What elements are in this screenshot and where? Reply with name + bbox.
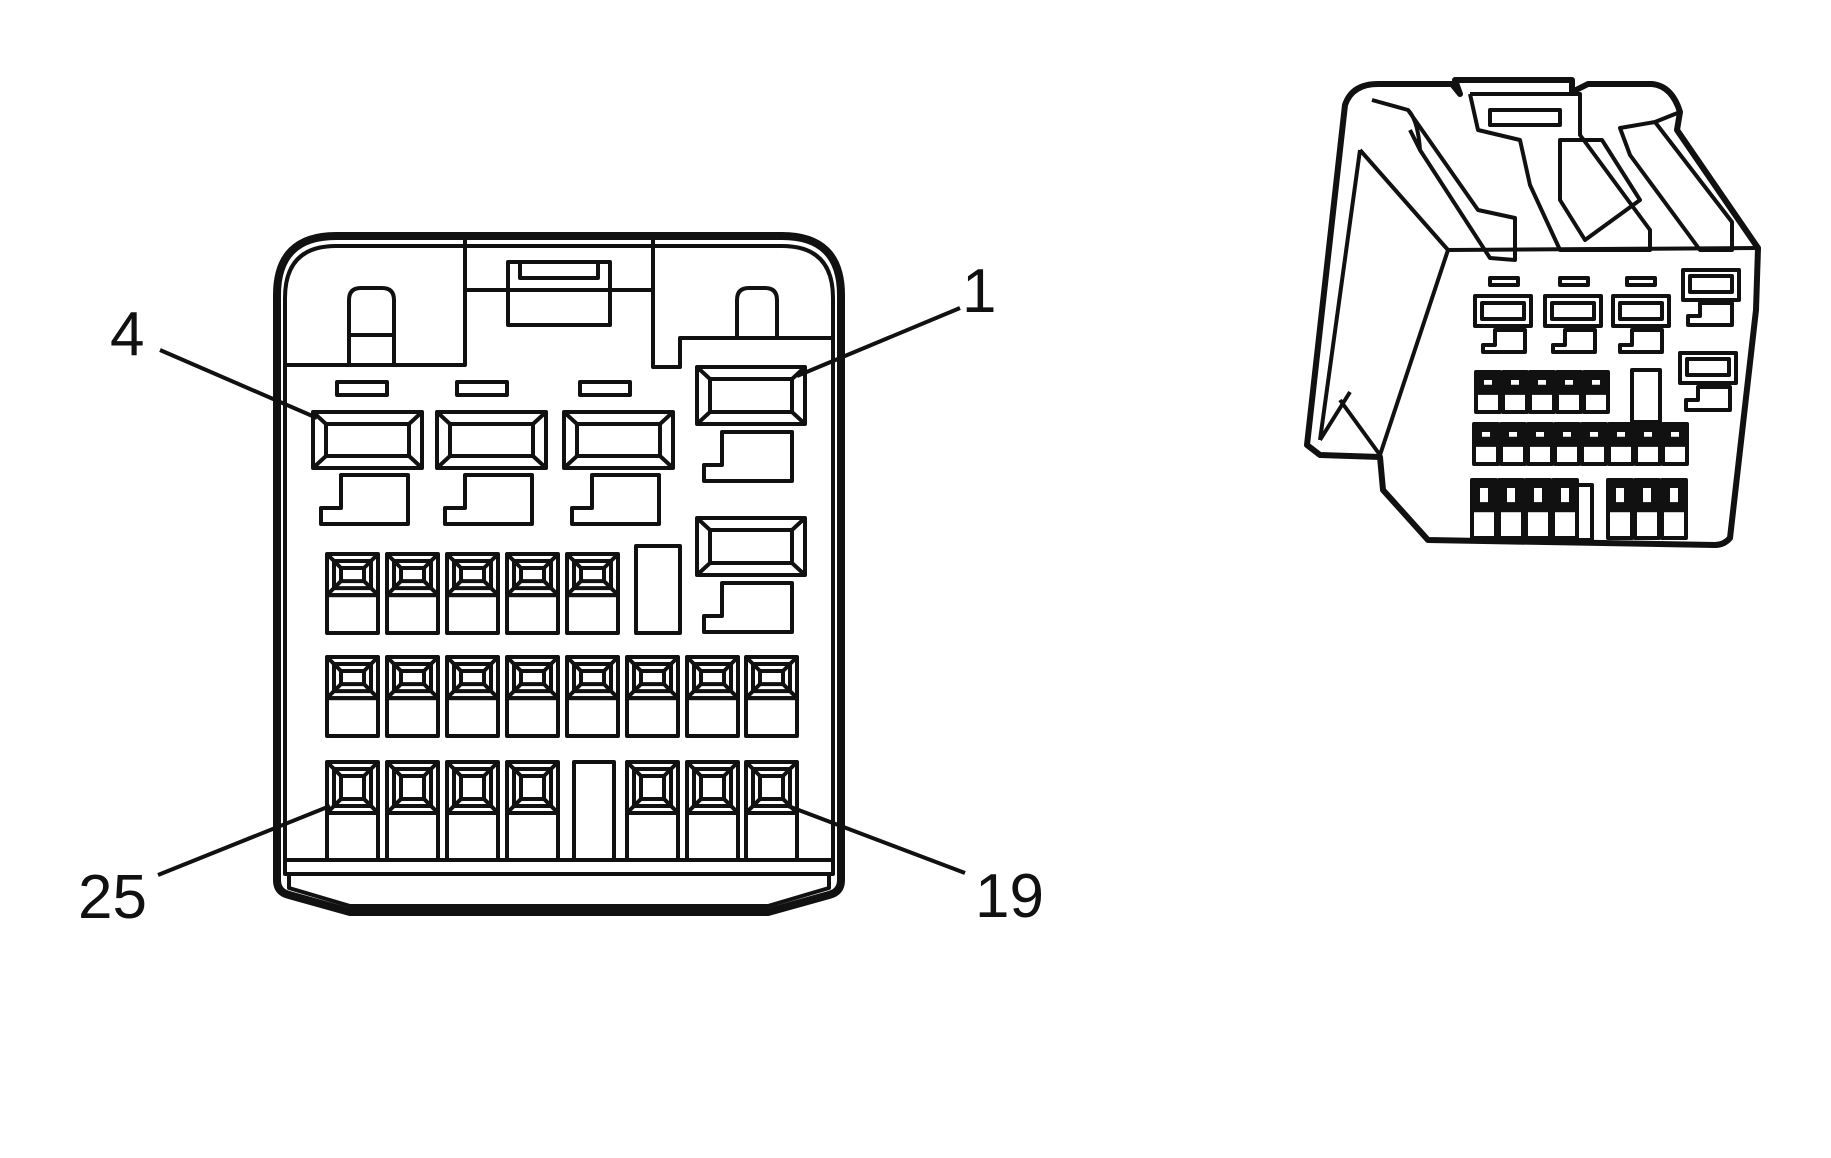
- terminal-cavity-row2: [445, 655, 500, 739]
- iso-terminal-cavity-row2: [1553, 422, 1581, 466]
- iso-terminal-cavity-row1: [1501, 370, 1529, 414]
- pin-label-19: 19: [975, 862, 1044, 931]
- slot-upper-1: [335, 380, 389, 397]
- leader-line-4: [159, 348, 318, 420]
- slot-upper-3: [578, 380, 632, 397]
- terminal-cavity-row3: [325, 760, 380, 863]
- iso-top-rib-right: [1618, 110, 1734, 252]
- terminal-cavity-row1: [505, 552, 560, 636]
- terminal-cavity-row1: [565, 552, 620, 636]
- terminal-cavity-row3: [385, 760, 440, 863]
- iso-slot-2: [1558, 276, 1590, 287]
- connector-isometric-view: [1304, 77, 1761, 548]
- large-cavity-2: [562, 410, 675, 526]
- left-latch-post: [347, 286, 396, 365]
- terminal-cavity-row3: [685, 760, 740, 863]
- leader-line-25: [157, 804, 331, 877]
- iso-terminal-cavity-row2: [1499, 422, 1527, 466]
- top-latch-notch: [285, 240, 833, 369]
- iso-terminal-cavity-row2: [1661, 422, 1689, 466]
- iso-terminal-cavity-row3: [1606, 478, 1634, 541]
- right-latch-post: [735, 286, 779, 338]
- terminal-cavity-row3: [445, 760, 500, 863]
- iso-terminal-cavity-row3: [1633, 478, 1661, 541]
- iso-top-rib-center: [1468, 92, 1652, 252]
- pin-label-25: 25: [78, 863, 147, 932]
- connector-bottom-rail: [287, 858, 831, 908]
- iso-terminal-cavity-row1: [1582, 370, 1610, 414]
- large-cavity-side: [695, 516, 807, 634]
- terminal-cavity-row3: [505, 760, 560, 863]
- terminal-cavity-row2: [625, 655, 680, 739]
- large-cavity-1: [695, 365, 807, 483]
- iso-terminal-cavity-row1: [1555, 370, 1583, 414]
- leader-line-1: [796, 306, 961, 378]
- terminal-cavity-row2: [385, 655, 440, 739]
- pin-label-4: 4: [110, 300, 144, 369]
- terminal-cavity-row2: [685, 655, 740, 739]
- terminal-cavity-row2: [505, 655, 560, 739]
- iso-terminal-cavity-row1: [1528, 370, 1556, 414]
- large-cavity-4: [311, 410, 424, 526]
- terminal-cavity-row1: [445, 552, 500, 636]
- terminal-cavity-row3: [625, 760, 680, 863]
- iso-terminal-cavity-row2: [1634, 422, 1662, 466]
- terminal-cavity-row2: [744, 655, 799, 739]
- iso-terminal-cavity-row2: [1580, 422, 1608, 466]
- iso-terminal-cavity-row2: [1607, 422, 1635, 466]
- iso-bottom-key: [1575, 483, 1594, 542]
- iso-terminal-cavity-row3: [1551, 478, 1579, 541]
- iso-slot-3: [1625, 276, 1657, 287]
- terminal-cavity-row2: [565, 655, 620, 739]
- iso-terminal-cavity-row1: [1474, 370, 1502, 414]
- connector-body-outline: [273, 232, 845, 916]
- terminal-cavity-row1: [385, 552, 440, 636]
- key-block: [634, 544, 682, 635]
- terminal-cavity-row2: [325, 655, 380, 739]
- large-cavity-3: [435, 410, 548, 526]
- iso-terminal-cavity-row3: [1524, 478, 1552, 541]
- iso-terminal-cavity-row2: [1472, 422, 1500, 466]
- connector-body-inner: [283, 244, 835, 876]
- iso-large-cavities: [1473, 268, 1741, 424]
- terminal-cavity-row1: [325, 552, 380, 636]
- leader-lines: [157, 306, 966, 877]
- top-latch-window: [465, 260, 653, 327]
- slot-upper-2: [455, 380, 509, 397]
- iso-terminal-cavity-row3: [1660, 478, 1688, 541]
- iso-small-terminal-cavities: [1470, 370, 1689, 541]
- iso-terminal-cavity-row3: [1470, 478, 1498, 541]
- leader-line-19: [787, 804, 966, 875]
- iso-top-rib-left: [1371, 98, 1517, 262]
- pin-label-1: 1: [962, 257, 996, 326]
- bottom-key-block: [572, 760, 616, 862]
- iso-terminal-cavity-row2: [1526, 422, 1554, 466]
- iso-slot-1: [1488, 276, 1520, 287]
- connector-face-view: [273, 232, 845, 916]
- terminal-cavity-row3: [744, 760, 799, 863]
- iso-terminal-cavity-row3: [1497, 478, 1525, 541]
- iso-side-face: [1318, 148, 1759, 457]
- small-terminal-cavities: [325, 552, 799, 863]
- iso-housing-outline: [1304, 77, 1761, 548]
